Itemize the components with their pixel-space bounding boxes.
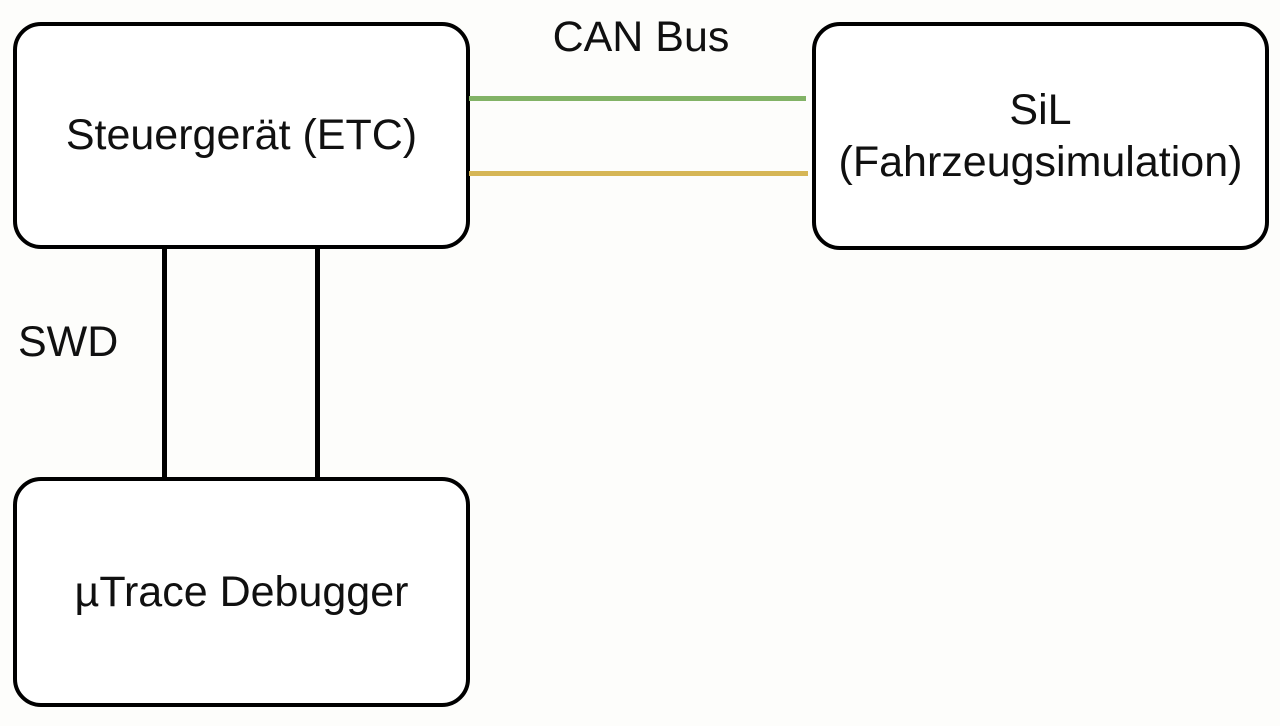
node-sil-fahrzeugsimulation: SiL (Fahrzeugsimulation) (812, 22, 1269, 250)
node-steuergeraet-etc-label: Steuergerät (ETC) (65, 111, 418, 160)
edge-swd-right-line (315, 248, 320, 478)
node-utrace-debugger: µTrace Debugger (13, 477, 470, 707)
edge-swd-left-line (162, 248, 167, 478)
label-swd: SWD (18, 318, 119, 366)
edge-can-bus-yellow-line (469, 171, 808, 176)
label-can-bus: CAN Bus (552, 13, 730, 61)
edge-can-bus-green-line (469, 96, 806, 101)
node-sil-fahrzeugsimulation-label: SiL (Fahrzeugsimulation) (838, 85, 1243, 186)
node-steuergeraet-etc: Steuergerät (ETC) (13, 22, 470, 249)
node-utrace-debugger-label: µTrace Debugger (74, 567, 409, 616)
